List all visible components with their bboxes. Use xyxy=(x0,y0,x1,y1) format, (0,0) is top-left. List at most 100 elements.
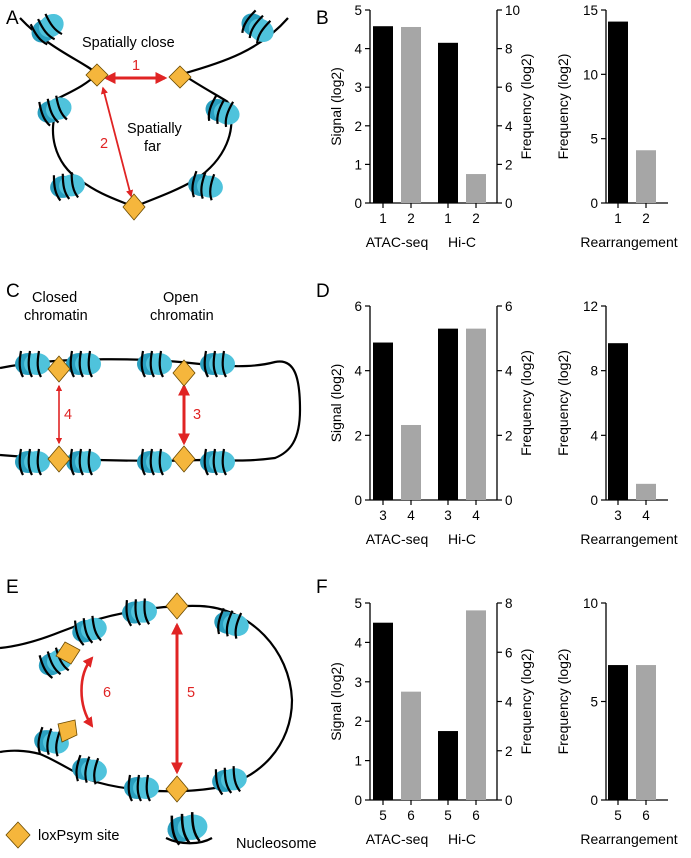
label-open-chromatin: chromatin xyxy=(150,308,214,324)
nucleosome-icon xyxy=(66,448,101,476)
nucleosome-icon xyxy=(29,13,64,46)
bar xyxy=(636,150,656,203)
left-y-tick-label: 0 xyxy=(354,793,362,808)
label-closed-chromatin: chromatin xyxy=(24,308,88,324)
pair-5-label: 5 xyxy=(187,685,195,701)
left-y-tick-label: 2 xyxy=(354,428,362,443)
left-y-tick-label: 2 xyxy=(354,714,362,729)
pair-1-label: 1 xyxy=(132,58,140,74)
dna-wrap xyxy=(87,350,93,378)
dna-wrap xyxy=(214,769,224,796)
loxpsym-site xyxy=(122,193,146,221)
dna-wrap xyxy=(143,598,151,625)
rearrangement-y-tick-label: 12 xyxy=(583,299,598,314)
dna-wrap xyxy=(37,726,44,754)
rearrangement-y-tick-label: 4 xyxy=(590,428,598,443)
rearrangement-y-tick-label: 10 xyxy=(583,67,598,82)
rearrangement-y-tick-label: 5 xyxy=(590,695,598,710)
x-tick-label: 2 xyxy=(472,211,480,226)
nucleosome-icon xyxy=(15,350,50,378)
left-y-tick-label: 3 xyxy=(354,80,362,95)
right-y-tick-label: 0 xyxy=(505,793,513,808)
dna-wrap xyxy=(212,448,218,476)
x-tick-label: 3 xyxy=(444,508,452,523)
diagram-e xyxy=(0,604,294,793)
dna-wrap xyxy=(38,101,51,127)
diagram-c-labels: Closed chromatin Open chromatin 4 3 xyxy=(24,290,214,446)
dna-wrap xyxy=(46,651,62,676)
dna-wrap xyxy=(225,610,234,637)
dna-wrap xyxy=(18,448,24,476)
nucleosome-icon xyxy=(212,766,247,796)
nucleosome-icon xyxy=(214,607,249,639)
legend: loxPsym site Nucleosome xyxy=(5,812,317,852)
nucleosome-icon xyxy=(37,95,72,127)
dna-wrap xyxy=(158,350,164,378)
dna-wrap xyxy=(37,18,56,41)
x-tick-label: 5 xyxy=(444,808,452,823)
label-open: Open xyxy=(163,290,198,306)
dna-wrap xyxy=(190,812,201,842)
loxpsym-site xyxy=(85,63,109,87)
panel-label-e: E xyxy=(6,577,19,598)
dna-wrap xyxy=(52,175,62,202)
bar xyxy=(401,691,421,800)
dna-wrap xyxy=(69,448,75,476)
dna-wrap xyxy=(203,448,209,476)
x-tick-label: 6 xyxy=(472,808,480,823)
right-y-axis-label: Frequency (log2) xyxy=(518,54,534,160)
dna-wrap xyxy=(38,655,54,679)
x-tick-label: 4 xyxy=(642,508,650,523)
nucleosome-icon xyxy=(15,448,50,476)
x-tick-label: 6 xyxy=(642,808,650,823)
nucleosome-icon xyxy=(137,350,172,378)
left-y-tick-label: 6 xyxy=(354,299,362,314)
dna-wrap xyxy=(216,98,226,125)
left-y-tick-label: 5 xyxy=(354,596,362,611)
dna-wrap xyxy=(73,620,85,646)
rearrangement-y-tick-label: 8 xyxy=(590,364,598,379)
dna-wrap xyxy=(256,20,272,44)
bar xyxy=(401,26,421,204)
label-spatially-far: Spatially xyxy=(127,121,183,137)
dna-wrap xyxy=(127,774,133,802)
left-y-tick-label: 4 xyxy=(354,42,362,57)
label-closed: Closed xyxy=(32,290,77,306)
loxpsym-site xyxy=(168,65,192,89)
right-y-tick-label: 2 xyxy=(505,744,513,759)
left-y-tick-label: 5 xyxy=(354,3,362,18)
x-tick-label: 1 xyxy=(379,211,387,226)
rearrangement-y-tick-label: 15 xyxy=(583,3,598,18)
right-y-axis-label: Frequency (log2) xyxy=(518,649,534,755)
dna-wrap xyxy=(18,350,24,378)
panel-label-f: F xyxy=(316,577,328,598)
dna-wrap xyxy=(70,172,80,199)
dna-wrap xyxy=(54,647,70,672)
loxpsym-site xyxy=(165,775,189,803)
rearrangement-y-tick-label: 0 xyxy=(590,493,598,508)
dna-wrap xyxy=(134,599,142,626)
loxpsym-site xyxy=(47,355,71,383)
loxpsym-site xyxy=(172,445,196,473)
x-tick-label: 4 xyxy=(472,508,480,523)
loxpsym-site xyxy=(57,719,78,743)
dna-wrap xyxy=(84,756,91,783)
right-y-tick-label: 6 xyxy=(505,80,513,95)
panel-label-a: A xyxy=(6,8,19,29)
diagram-e-labels: 6 5 xyxy=(80,622,195,775)
x-tick-label: 2 xyxy=(407,211,415,226)
loxpsym-site xyxy=(55,641,81,665)
panel-label-b: B xyxy=(316,8,329,29)
nucleosome-icon xyxy=(124,774,159,802)
x-tick-label: 1 xyxy=(444,211,452,226)
bar xyxy=(636,665,656,800)
dna-wrap xyxy=(203,350,209,378)
dna-wrap xyxy=(46,728,53,755)
loxpsym-legend-icon xyxy=(5,821,31,849)
dna-wrap xyxy=(191,170,198,198)
bar xyxy=(373,26,393,203)
